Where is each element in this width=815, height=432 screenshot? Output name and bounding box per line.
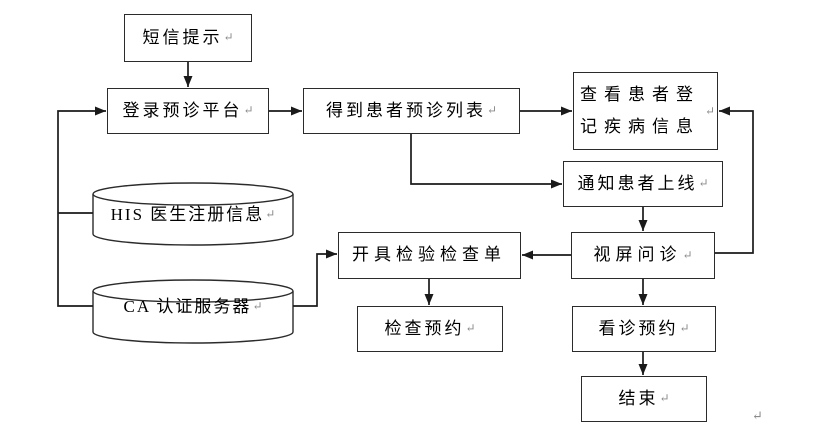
return-mark: ↵ bbox=[698, 176, 709, 191]
edge-video-to-view bbox=[715, 106, 754, 254]
node-label: 短信提示 bbox=[142, 27, 223, 47]
return-mark: ↵ bbox=[265, 207, 276, 222]
node-his-database-label: HIS 医生注册信息↵ bbox=[93, 196, 293, 234]
node-label: HIS 医生注册信息 bbox=[110, 204, 265, 224]
node-label: 结束 bbox=[618, 388, 659, 408]
node-label: 通知患者上线 bbox=[577, 173, 698, 193]
node-label: 开具检验检查单 bbox=[352, 245, 506, 265]
node-label: CA 认证服务器 bbox=[123, 296, 252, 316]
edge-list-to-notify bbox=[410, 134, 562, 189]
node-label: 看诊预约 bbox=[598, 318, 679, 338]
node-login-platform: 登录预诊平台↵ bbox=[107, 88, 269, 134]
return-mark: ↵ bbox=[486, 103, 498, 118]
node-ca-server-label: CA 认证服务器↵ bbox=[93, 288, 293, 326]
node-label: 得到患者预诊列表 bbox=[325, 100, 486, 120]
return-mark: ↵ bbox=[243, 103, 254, 118]
node-label: 查看患者登记疾病信息 bbox=[579, 85, 700, 136]
node-view-disease-info: 查看患者登记疾病信息 ↵ bbox=[573, 72, 718, 150]
node-label: 检查预约 bbox=[384, 318, 465, 338]
edge-ca-to-order bbox=[293, 249, 337, 307]
return-mark: ↵ bbox=[659, 391, 670, 406]
node-sms-alert: 短信提示↵ bbox=[124, 14, 252, 62]
return-mark: ↵ bbox=[679, 321, 690, 336]
node-end: 结束↵ bbox=[581, 376, 707, 422]
flow-arrows bbox=[57, 62, 754, 375]
return-mark: ↵ bbox=[704, 104, 715, 118]
node-notify-patient: 通知患者上线↵ bbox=[563, 161, 723, 207]
stray-return-mark: ↵ bbox=[752, 408, 763, 423]
node-exam-appointment: 检查预约↵ bbox=[357, 306, 503, 352]
return-mark: ↵ bbox=[223, 30, 234, 45]
return-mark: ↵ bbox=[465, 321, 476, 336]
node-issue-test-order: 开具检验检查单 bbox=[338, 232, 521, 279]
return-mark: ↵ bbox=[682, 247, 693, 262]
node-visit-appointment: 看诊预约↵ bbox=[572, 306, 716, 352]
his-database-cylinder bbox=[92, 182, 294, 246]
node-label: 视屏问诊 bbox=[593, 245, 682, 265]
ca-database-cylinder bbox=[92, 279, 294, 344]
node-video-consult: 视屏问诊↵ bbox=[571, 232, 715, 279]
edge-dbs-to-login bbox=[57, 106, 106, 307]
node-patient-list: 得到患者预诊列表↵ bbox=[303, 88, 520, 134]
node-label: 登录预诊平台 bbox=[122, 100, 243, 120]
return-mark: ↵ bbox=[252, 299, 263, 314]
